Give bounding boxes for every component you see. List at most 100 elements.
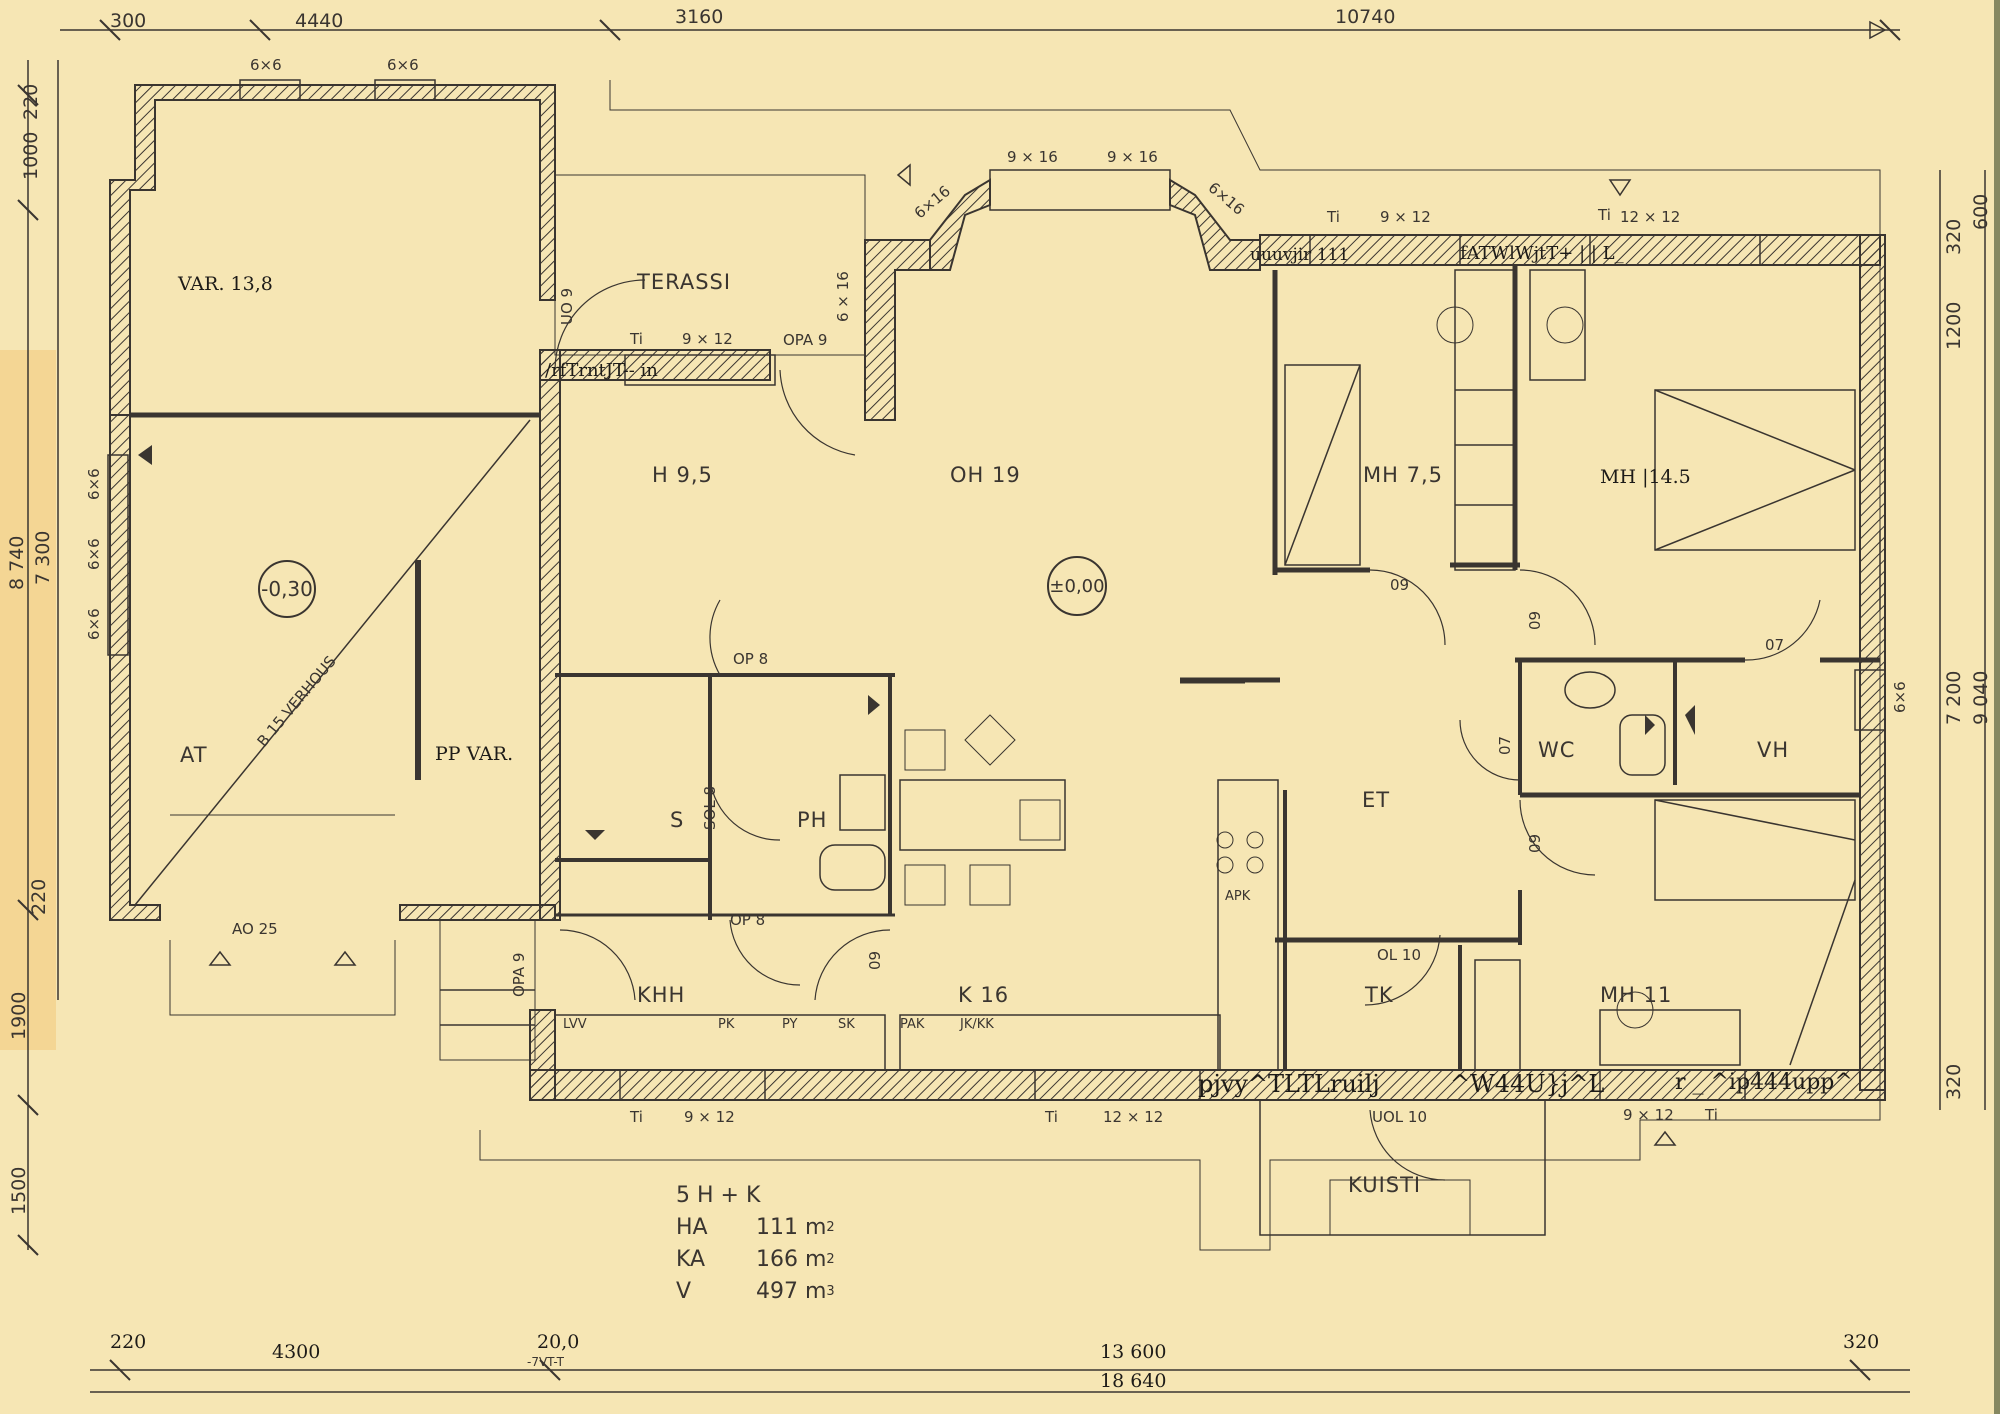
fixture-pak: PAK <box>900 1017 925 1032</box>
door-op8a: OP 8 <box>733 650 769 668</box>
ti-mark-6: Ti <box>1705 1106 1718 1124</box>
wall-at-left <box>109 414 161 921</box>
room-oh: OH 19 <box>950 463 1021 487</box>
dim-right-320: 320 <box>1943 218 1965 255</box>
room-vh: VH <box>1757 738 1790 762</box>
dim-left-1900: 1900 <box>8 991 30 1040</box>
dim-left-220: 220 <box>20 83 42 120</box>
summary-type: 5 H + K <box>676 1183 761 1208</box>
window-k: 12 × 12 <box>1103 1108 1164 1126</box>
label-ao: AO 25 <box>232 920 278 938</box>
summary-v-label: V <box>676 1279 692 1304</box>
window-mh-2: 12 × 12 <box>1620 208 1681 226</box>
room-wc: WC <box>1538 738 1576 762</box>
ocr-text-top-mid: uuuvjir 111 <box>1250 245 1350 265</box>
room-pp-var: PP VAR. <box>435 743 514 765</box>
dim-right-1200: 1200 <box>1943 301 1965 350</box>
room-et: ET <box>1362 788 1391 812</box>
window-bay-1: 9 × 16 <box>1007 148 1058 166</box>
window-bay-5: 6 × 16 <box>834 271 852 322</box>
wall-bottom-left <box>529 1009 556 1101</box>
wall-oh-bay-left <box>864 239 931 421</box>
window-at-3: 6×6 <box>85 608 103 640</box>
summary-ka-label: KA <box>676 1247 706 1272</box>
summary-v-value: 497 m <box>756 1279 827 1304</box>
wall-h-top <box>539 349 771 381</box>
window-bay-2: 9 × 16 <box>1107 148 1158 166</box>
ti-mark-5: Ti <box>1045 1108 1058 1126</box>
room-k: K 16 <box>958 983 1010 1007</box>
window-mh-1: 9 × 12 <box>1380 208 1431 226</box>
summary-ha-label: HA <box>676 1215 708 1240</box>
dim-bottom-4300: 4300 <box>272 1341 321 1363</box>
fixture-apk: APK <box>1225 889 1251 904</box>
window-terassi: 9 × 12 <box>682 330 733 348</box>
door-09b: 09 <box>1526 610 1544 630</box>
fixture-lvv: LVV <box>563 1017 587 1032</box>
ti-mark-4: Ti <box>630 1108 643 1126</box>
wall-at-bottom <box>399 904 556 921</box>
dim-right-9040: 9 040 <box>1970 670 1992 725</box>
room-mh-1: MH 7,5 <box>1363 463 1443 487</box>
ocr-text-bottom-3: r _ ^ip444upp^ <box>1675 1070 1853 1095</box>
dim-bottom-13600: 13 600 <box>1100 1341 1167 1363</box>
door-09a: 09 <box>1390 576 1410 594</box>
door-07a: 07 <box>1765 636 1785 654</box>
door-opa9: OPA 9 <box>783 331 828 349</box>
dim-left-220b: 220 <box>28 878 50 915</box>
ti-mark-3: Ti <box>630 330 643 348</box>
room-s: S <box>670 808 685 832</box>
door-ol10: OL 10 <box>1377 946 1422 964</box>
dim-left-1000: 1000 <box>20 131 42 180</box>
dim-bottom-note: -7VT-T <box>527 1355 564 1369</box>
dim-top-4440: 4440 <box>295 10 344 32</box>
window-var-1: 6×6 <box>250 56 282 74</box>
ocr-text-bottom-1: pjvy^TLTLruilj <box>1198 1070 1380 1098</box>
room-khh: KHH <box>637 983 686 1007</box>
room-terassi: TERASSI <box>637 270 732 294</box>
window-var-2: 6×6 <box>387 56 419 74</box>
dim-right-600: 600 <box>1970 193 1992 230</box>
level-at: -0,30 <box>261 577 313 601</box>
window-mh-3: 9 × 12 <box>1623 1106 1674 1124</box>
door-op8b: OP 8 <box>730 911 766 929</box>
fixture-py: PY <box>782 1017 798 1032</box>
room-h: H 9,5 <box>652 463 713 487</box>
door-09d: 09 <box>866 950 884 970</box>
level-marker-oh: ±0,00 <box>1047 556 1107 616</box>
paper-edge <box>1994 0 2000 1414</box>
room-mh-3: MH 11 <box>1600 983 1673 1007</box>
dim-top-10740: 10740 <box>1335 6 1396 28</box>
window-khh: 9 × 12 <box>684 1108 735 1126</box>
wall-h-left <box>539 349 561 921</box>
dim-left-7300: 7 300 <box>32 530 54 585</box>
room-tk: TK <box>1365 983 1394 1007</box>
dim-left-8740: 8 740 <box>6 535 28 590</box>
dim-bottom-220: 220 <box>110 1331 147 1353</box>
door-uol10: UOL 10 <box>1372 1108 1427 1126</box>
room-kuisti: KUISTI <box>1348 1173 1422 1197</box>
ti-mark-1: Ti <box>1327 208 1340 226</box>
room-ph: PH <box>797 808 828 832</box>
door-09c: 09 <box>1526 833 1544 853</box>
dim-bottom-20: 20,0 <box>537 1331 580 1353</box>
ocr-text-top-left: /rfTrntJT-- in <box>545 360 658 381</box>
fixture-pk: PK <box>718 1017 735 1032</box>
dim-right-7200: 7 200 <box>1943 670 1965 725</box>
window-at-2: 6×6 <box>85 538 103 570</box>
summary-ha-exp: 2 <box>826 1220 835 1235</box>
dim-top-3160: 3160 <box>675 6 724 28</box>
wall-bay <box>929 178 991 271</box>
wall-right <box>1859 234 1886 1091</box>
wall-var <box>109 84 556 416</box>
dim-bottom-18640: 18 640 <box>1100 1370 1167 1392</box>
wall-bay-right <box>1169 178 1261 271</box>
fixture-sk: SK <box>838 1017 855 1032</box>
summary-ka-value: 166 m <box>756 1247 827 1272</box>
dim-right-320b: 320 <box>1943 1063 1965 1100</box>
window-at-1: 6×6 <box>85 468 103 500</box>
